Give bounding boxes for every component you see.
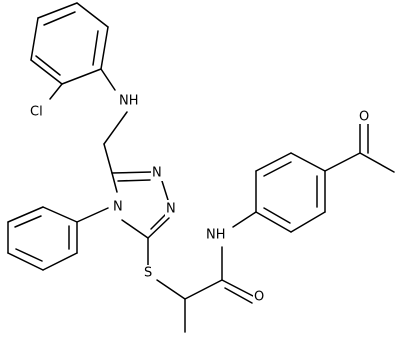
bond-ring-acetyl	[324, 152, 361, 172]
bond-n4-phenyl	[76, 207, 109, 223]
bond-top-ring-6	[30, 17, 39, 61]
label-n-triazole-2: N	[166, 202, 176, 217]
bond-triazole-c3-n2-dbl	[150, 213, 167, 230]
bond-phenyl-4	[7, 252, 44, 271]
bond-ring-cl	[49, 83, 63, 100]
label-cl: Cl	[30, 105, 43, 120]
bond-co-o-dbl	[224, 287, 253, 304]
bond-top-ring-4	[61, 68, 102, 85]
bond-phenyl-1	[42, 206, 78, 223]
atom-labels: Cl NH N N N S O NH O	[28, 92, 370, 305]
bond-ring2-3	[290, 152, 326, 172]
bond-triazole-n2-n1	[161, 180, 169, 201]
bond-top-ring-dbl-1	[43, 11, 76, 26]
bond-co-o	[221, 279, 254, 297]
bond-phenyl-dbl-1	[14, 215, 42, 228]
bond-phenyl-5	[42, 252, 78, 271]
bond-triazole-n1-c5-dbl	[117, 179, 151, 182]
bond-ring2-dbl-3	[263, 207, 291, 224]
bond-top-ring-1	[37, 2, 78, 19]
bond-phenyl-2	[7, 206, 44, 223]
bond-ch2-triazole	[103, 143, 113, 174]
bond-ring-nh	[100, 68, 116, 91]
bond-top-ring-5	[30, 59, 63, 85]
bond-ring2-6	[255, 211, 292, 233]
bond-acetyl-ch3	[359, 152, 395, 173]
bond-ring2-5	[290, 211, 326, 233]
label-n-triazole-4: N	[113, 200, 123, 215]
label-nh-amine: NH	[119, 94, 139, 109]
bond-top-ring-dbl-3	[35, 55, 61, 76]
bond-top-ring-3	[100, 26, 109, 70]
label-s: S	[144, 266, 152, 281]
bond-ring2-dbl-1	[263, 161, 292, 177]
bond-triazole-n4-c3	[121, 219, 149, 239]
bond-nh-ring	[232, 211, 257, 228]
label-n-triazole-1: N	[152, 166, 162, 181]
label-nh-amide: NH	[206, 228, 226, 243]
bond-triazole-c3-n2	[147, 217, 170, 239]
bond-top-ring-dbl-2	[92, 30, 99, 66]
label-o-amide: O	[254, 290, 264, 305]
bond-triazole-n1-c5	[111, 171, 153, 174]
bond-ch-co	[184, 279, 223, 300]
bond-nh-ch2	[103, 111, 128, 145]
bond-s-ch	[156, 279, 186, 300]
bond-top-ring-2	[76, 2, 109, 28]
bonds	[7, 2, 395, 333]
bond-triazole-c5-n4	[111, 172, 118, 193]
label-o-acetyl: O	[359, 110, 369, 125]
bond-phenyl-dbl-2	[15, 248, 43, 262]
bond-ring2-2	[255, 152, 292, 172]
